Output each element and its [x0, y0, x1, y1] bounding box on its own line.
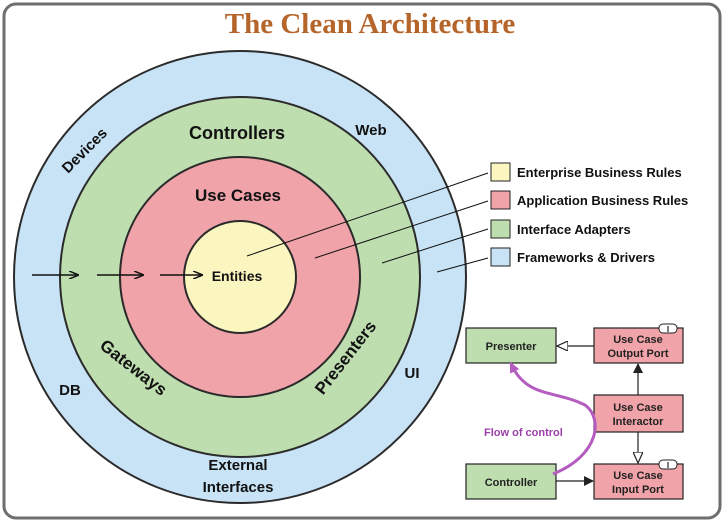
legend-swatch-frameworks: [490, 247, 511, 267]
legend-label-adapters: Interface Adapters: [517, 222, 631, 237]
diagram-title: The Clean Architecture: [225, 8, 516, 40]
label-ui: UI: [405, 365, 420, 382]
legend-swatch-enterprise: [490, 162, 511, 182]
input-port-label-line2: Input Port: [612, 484, 664, 496]
interactor-label-line1: Use Case: [613, 402, 663, 414]
flow-diagram: Presenter Use Case Output Port I Use Cas…: [465, 323, 684, 500]
input-port-label-line1: Use Case: [613, 470, 663, 482]
label-web: Web: [355, 122, 386, 139]
label-entities: Entities: [212, 268, 263, 284]
presenter-label: Presenter: [486, 341, 537, 353]
flow-of-control-label: Flow of control: [484, 427, 563, 439]
presenter-box: [465, 327, 557, 364]
label-db: DB: [59, 382, 81, 399]
controller-box: [465, 463, 557, 500]
legend-label-enterprise: Enterprise Business Rules: [517, 165, 682, 180]
output-port-interface-marker: I: [658, 323, 678, 334]
label-external-line2: Interfaces: [203, 479, 274, 496]
interactor-label-line2: Interactor: [613, 416, 664, 428]
input-port-interface-letter: I: [667, 461, 669, 470]
legend-label-application: Application Business Rules: [517, 193, 688, 208]
legend-swatch-application: [490, 190, 511, 210]
legend-swatch-adapters: [490, 219, 511, 239]
leader-line-enterprise: [246, 172, 489, 257]
interactor-box: [593, 394, 684, 433]
output-port-label-line1: Use Case: [613, 334, 663, 346]
leader-line-application: [314, 200, 489, 259]
output-port-interface-letter: I: [667, 325, 669, 334]
label-use-cases: Use Cases: [195, 186, 281, 205]
flow-of-control-curve: [509, 361, 597, 476]
controller-label: Controller: [485, 477, 538, 489]
legend: Enterprise Business Rules Application Bu…: [490, 162, 688, 267]
leader-line-adapters: [381, 228, 489, 264]
input-port-interface-marker: I: [658, 459, 678, 470]
input-port-box: [593, 463, 684, 500]
leader-line-frameworks: [436, 257, 489, 273]
output-port-label-line2: Output Port: [607, 348, 668, 360]
label-external-line1: External: [208, 457, 267, 474]
label-controllers: Controllers: [189, 123, 285, 143]
legend-label-frameworks: Frameworks & Drivers: [517, 250, 655, 265]
